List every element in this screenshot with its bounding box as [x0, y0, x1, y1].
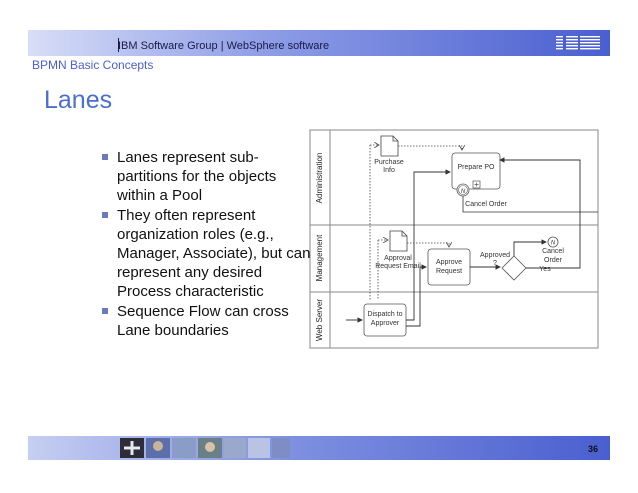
bullet-item: Lanes represent sub-partitions for the o… — [100, 148, 315, 206]
yes-label: Yes — [539, 266, 551, 273]
approval-email-label: Request Email — [375, 263, 421, 270]
bullet-list: Lanes represent sub-partitions for the o… — [100, 148, 315, 340]
bullet-item: They often represent organization roles … — [100, 206, 315, 302]
cancel-order-right-label: Order — [544, 257, 563, 264]
lane-label-administration: Administration — [315, 153, 324, 204]
purchase-info-data-icon — [380, 135, 399, 157]
prepare-po-task — [451, 152, 501, 190]
dispatch-label: Approver — [371, 320, 400, 327]
prepare-po-label: Prepare PO — [458, 164, 496, 171]
event-marker: N — [461, 189, 466, 195]
pool-frame — [309, 129, 599, 349]
approve-request-label: Request — [436, 268, 462, 275]
lane-label-management: Management — [315, 234, 324, 281]
approved-gateway — [501, 255, 527, 281]
header-separator — [118, 38, 119, 52]
ibm-logo-icon — [556, 36, 600, 50]
purchase-info-label: Purchase — [374, 159, 404, 166]
footer-images — [120, 438, 290, 458]
approved-label: ? — [493, 260, 497, 267]
cancel-order-right-label: Cancel — [542, 248, 564, 255]
svg-text:Approved?: Approved? — [480, 252, 510, 267]
page-number: 36 — [588, 444, 599, 454]
cancel-event-icon — [547, 236, 559, 248]
bullet-item: Sequence Flow can cross Lane boundaries — [100, 302, 315, 340]
purchase-info-label: Info — [383, 167, 395, 174]
dispatch-label: Dispatch to — [367, 311, 402, 318]
approval-email-label: Approval — [384, 255, 412, 262]
approval-email-data-icon — [389, 230, 408, 252]
approve-request-task — [427, 248, 471, 286]
approved-label: Approved — [480, 252, 510, 259]
page-title: Lanes — [44, 86, 113, 114]
approve-request-label: Approve — [436, 259, 462, 266]
header-text: IBM Software Group | WebSphere software — [118, 40, 330, 52]
footer-band — [28, 436, 610, 460]
lane-label-web-server: Web Server — [315, 299, 324, 341]
header-band — [28, 30, 610, 56]
event-marker: N — [551, 241, 556, 247]
cancel-order-top-label: Cancel Order — [465, 201, 507, 208]
subtitle: BPMN Basic Concepts — [32, 58, 154, 72]
